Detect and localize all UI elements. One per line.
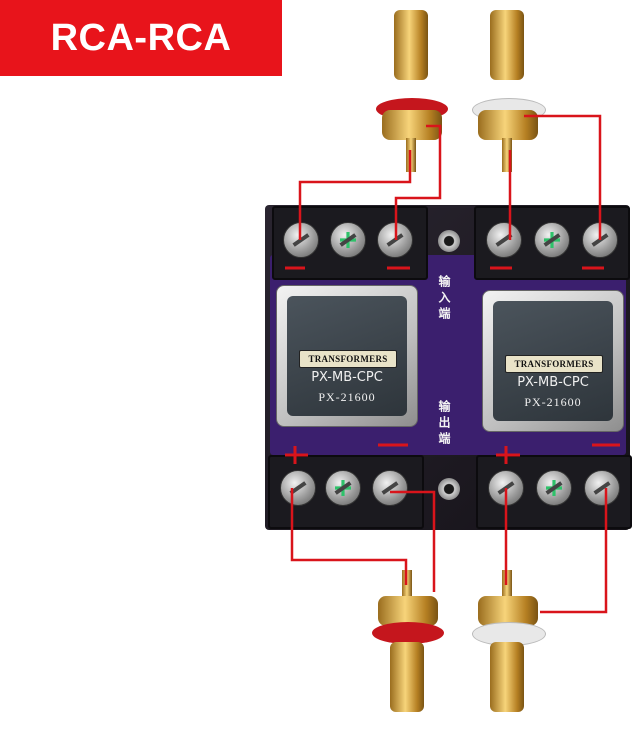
ground-screw-icon (534, 222, 570, 258)
rca-barrel (394, 10, 428, 80)
rca-output-white (468, 570, 548, 740)
transformer-brand: TRANSFORMERS (505, 355, 603, 373)
transformer-code: PX-21600 (318, 390, 376, 404)
transformer-right: TRANSFORMERS PX-MB-CPC PX-21600 (482, 290, 624, 432)
input-silkscreen: 输入端 (437, 275, 451, 323)
screw-icon (486, 222, 522, 258)
rca-pin (502, 138, 512, 172)
rca-barrel (490, 642, 524, 712)
rca-nut (478, 596, 538, 626)
ground-screw-icon (536, 470, 572, 506)
ground-screw-icon (330, 222, 366, 258)
wire-output-red-signal (290, 488, 408, 585)
transformer-brand: TRANSFORMERS (299, 350, 397, 368)
screw-icon (584, 470, 620, 506)
rca-pin (402, 570, 412, 604)
transformer-left: TRANSFORMERS PX-MB-CPC PX-21600 (276, 285, 418, 427)
wire-input-white-ground (524, 114, 602, 240)
mount-hole (438, 230, 460, 252)
rca-input-white (468, 10, 548, 180)
output-silkscreen: 输出端 (437, 400, 451, 448)
rca-barrel (490, 10, 524, 80)
transformer-model: PX-MB-CPC (311, 370, 383, 385)
wire-input-red-ground (394, 124, 442, 240)
ground-screw-icon (325, 470, 361, 506)
wire-output-red-ground (390, 490, 436, 592)
screw-icon (372, 470, 408, 506)
rca-barrel (390, 642, 424, 712)
rca-red-ring (372, 622, 444, 644)
transformer-code: PX-21600 (524, 395, 582, 409)
rca-nut (378, 596, 438, 626)
title-text: RCA-RCA (50, 16, 232, 59)
screw-icon (280, 470, 316, 506)
transformer-model: PX-MB-CPC (517, 375, 589, 390)
rca-pin (502, 570, 512, 604)
title-badge: RCA-RCA (0, 0, 282, 76)
rca-output-red (368, 570, 448, 740)
wire-input-red-signal (298, 150, 412, 240)
wire-output-white-ground (540, 488, 608, 614)
mount-hole (438, 478, 460, 500)
